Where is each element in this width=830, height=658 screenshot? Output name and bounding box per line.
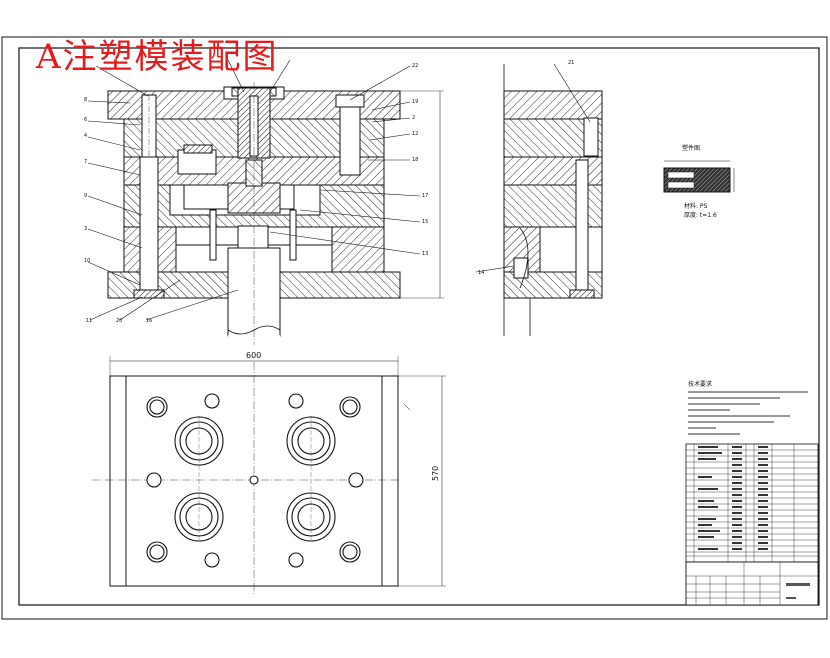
- svg-text:2: 2: [412, 115, 415, 121]
- drawing-title: A注塑模装配图: [36, 37, 279, 77]
- svg-text:7: 7: [84, 159, 87, 165]
- main-section-view: 8 6 4 7 9 3 10 11 20 16 22 19 2 12 18 17…: [84, 59, 444, 345]
- inner-border: [18, 47, 820, 606]
- svg-text:20: 20: [116, 318, 122, 324]
- svg-text:10: 10: [84, 258, 90, 264]
- svg-text:22: 22: [412, 63, 418, 69]
- svg-text:12: 12: [412, 131, 418, 137]
- part-material: 材料: PS: [684, 202, 708, 210]
- title-block: [685, 561, 819, 606]
- svg-text:17: 17: [422, 193, 428, 199]
- part-detail: 塑件图 材料: PS 厚度: t=1.6: [663, 144, 735, 219]
- side-section-view: 21 14: [475, 60, 603, 336]
- svg-text:21: 21: [568, 60, 574, 66]
- svg-text:8: 8: [84, 97, 87, 103]
- part-wall-thickness: 厚度: t=1.6: [684, 211, 717, 219]
- plan-width-dimension: 600: [246, 351, 261, 360]
- parts-list: [685, 443, 819, 563]
- svg-text:13: 13: [422, 251, 428, 257]
- part-detail-heading: 塑件图: [682, 144, 700, 152]
- svg-text:18: 18: [412, 157, 418, 163]
- svg-text:19: 19: [412, 99, 418, 105]
- plan-height-dimension: 570: [431, 466, 440, 481]
- svg-text:6: 6: [84, 117, 87, 123]
- plan-view: 600 570: [92, 351, 446, 596]
- tech-req-heading: 技术要求: [688, 380, 712, 388]
- svg-text:15: 15: [422, 219, 428, 225]
- technical-requirements: 技术要求: [688, 380, 808, 435]
- svg-text:9: 9: [84, 193, 87, 199]
- svg-text:11: 11: [86, 318, 92, 324]
- svg-text:16: 16: [146, 318, 152, 324]
- svg-text:3: 3: [84, 226, 87, 232]
- svg-text:4: 4: [84, 133, 87, 139]
- outer-border: [1, 36, 828, 620]
- svg-text:14: 14: [478, 270, 484, 276]
